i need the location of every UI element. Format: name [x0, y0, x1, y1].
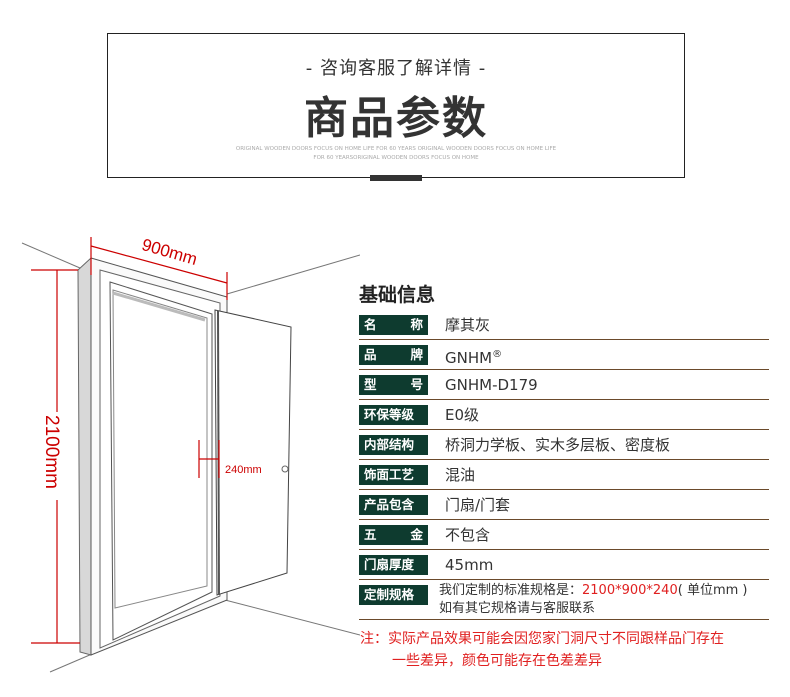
row-value: GNHM-D179	[445, 375, 538, 395]
depth-dimension: 240mm	[225, 464, 262, 476]
row-label: 型号	[359, 375, 428, 395]
row-label-text: 门扇厚度	[364, 557, 415, 572]
row-label-text: 产品包含	[364, 497, 415, 512]
row-value: 桥洞力学板、实木多层板、密度板	[445, 435, 670, 455]
row-value: 不包含	[445, 525, 490, 545]
row-value-text: 45mm	[445, 556, 494, 574]
row-value: GNHM®	[445, 345, 502, 368]
row-label: 内部结构	[359, 435, 428, 455]
row-label-text: 牌	[410, 347, 423, 362]
row-value-text: 摩其灰	[445, 316, 491, 334]
custom-line2: 如有其它规格请与客服联系	[439, 601, 596, 616]
english-line-1: ORIGINAL WOODEN DOORS FOCUS ON HOME LIFE…	[235, 146, 557, 152]
dimension-lines	[31, 237, 228, 644]
row-label-text: 号	[410, 377, 423, 392]
row-value-text: 混油	[445, 466, 476, 484]
row-label: 名称	[359, 315, 428, 335]
header-accent-bar	[370, 175, 422, 181]
row-label-text: 型	[364, 377, 377, 392]
door-diagram: 900mm 2100mm 240mm	[21, 235, 360, 673]
row-label: 产品包含	[359, 495, 428, 515]
note-line-2: 一些差异，颜色可能存在色差差异	[392, 653, 602, 669]
info-row: 饰面工艺 混油	[359, 460, 769, 490]
door-handle-icon	[281, 465, 289, 473]
info-row: 五金不包含	[359, 520, 769, 550]
header-english: ORIGINAL WOODEN DOORS FOCUS ON HOME LIFE…	[108, 145, 684, 163]
info-row: 环保等级 E0级	[359, 400, 769, 430]
disclaimer-note: 注：实际产品效果可能会因您家门洞尺寸不同跟样品门存在 一些差异，颜色可能存在色差…	[360, 628, 724, 672]
row-value: 摩其灰	[445, 315, 490, 335]
custom-spec-row: 定制规格 我们定制的标准规格是：2100*900*240( 单位mm ) 如有其…	[359, 580, 769, 620]
header-subtitle: - 咨询客服了解详情 -	[305, 58, 487, 79]
english-line-2: FOR 60 YEARSORIGINAL WOODEN DOORS FOCUS …	[313, 155, 479, 161]
header-title: 商品参数	[304, 93, 488, 144]
height-dimension: 2100mm	[41, 415, 62, 489]
row-value: E0级	[445, 405, 479, 425]
header-banner: - 咨询客服了解详情 - 商品参数 ORIGINAL WOODEN DOORS …	[107, 33, 685, 178]
row-value-text: GNHM	[445, 349, 493, 367]
row-label: 饰面工艺	[359, 465, 428, 485]
row-value: 门扇/门套	[445, 495, 510, 515]
info-row: 产品包含 门扇/门套	[359, 490, 769, 520]
info-title: 基础信息	[359, 284, 436, 306]
row-label: 环保等级	[359, 405, 428, 425]
row-label: 定制规格	[359, 585, 428, 605]
info-row: 名称摩其灰	[359, 310, 769, 340]
row-label-text: 称	[410, 317, 423, 332]
info-row: 门扇厚度 45mm	[359, 550, 769, 580]
info-row: 内部结构 桥洞力学板、实木多层板、密度板	[359, 430, 769, 460]
row-label: 门扇厚度	[359, 555, 428, 575]
custom-spec-value: 我们定制的标准规格是：2100*900*240( 单位mm ) 如有其它规格请与…	[439, 582, 747, 618]
width-dimension: 900mm	[140, 235, 200, 269]
row-label: 品牌	[359, 345, 428, 365]
row-value-text: E0级	[445, 406, 480, 424]
custom-prefix: 我们定制的标准规格是：	[439, 583, 583, 598]
row-label-text: 金	[410, 527, 423, 542]
row-label-text: 五	[364, 527, 377, 542]
row-label: 五金	[359, 525, 428, 545]
row-label-text: 饰面工艺	[364, 467, 415, 482]
row-value-text: 桥洞力学板、实木多层板、密度板	[445, 436, 671, 454]
row-label-text: 内部结构	[364, 437, 415, 452]
custom-size: 2100*900*240	[582, 583, 678, 598]
note-line-1: 注：实际产品效果可能会因您家门洞尺寸不同跟样品门存在	[360, 631, 724, 647]
row-value-text: 不包含	[445, 526, 491, 544]
row-value: 45mm	[445, 555, 493, 575]
row-label-text: 品	[364, 347, 377, 362]
row-value: 混油	[445, 465, 475, 485]
row-label-text: 名	[364, 317, 377, 332]
registered-mark: ®	[492, 349, 503, 360]
custom-unit: ( 单位mm )	[677, 583, 748, 598]
row-label-text: 环保等级	[364, 407, 415, 422]
row-value-text: GNHM-D179	[445, 376, 538, 394]
row-value-text: 门扇/门套	[445, 496, 511, 514]
